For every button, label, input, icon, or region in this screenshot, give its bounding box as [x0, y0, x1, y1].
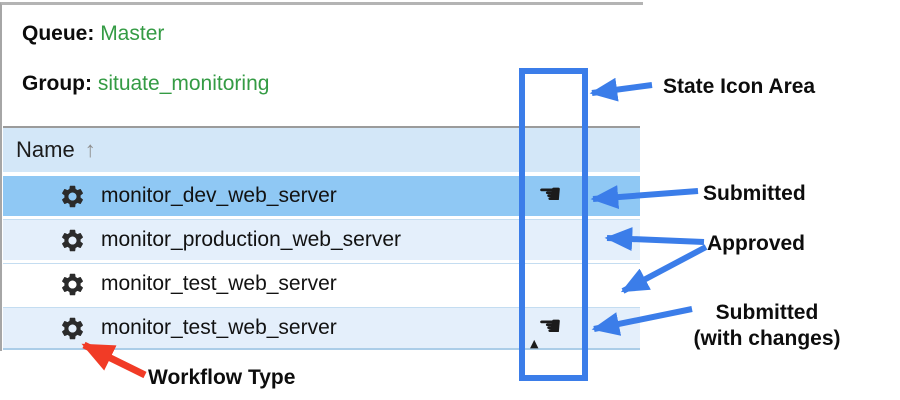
annotation-state-icon-area: State Icon Area — [663, 75, 816, 98]
workflow-type-gear-icon — [59, 271, 86, 298]
group-line: Group: situate_monitoring — [22, 72, 269, 96]
submitted-state-icon: ☚ — [537, 178, 563, 210]
annotation-approved: Approved — [707, 232, 806, 255]
name-column-header[interactable]: Name ↑ — [3, 126, 640, 172]
gear-glyph — [61, 185, 84, 207]
workflow-type-gear-icon — [59, 315, 86, 342]
workflow-table: Name ↑ monitor_dev_web_server ☚ monitor_pr… — [3, 126, 640, 350]
table-row[interactable]: monitor_production_web_server — [3, 219, 640, 260]
group-label: Group: — [22, 72, 92, 95]
table-row[interactable]: monitor_test_web_server ☚▲ — [3, 307, 640, 350]
annotation-swc-line1: Submitted — [715, 301, 819, 324]
workflow-type-gear-icon — [59, 227, 86, 254]
workflow-type-gear-icon — [59, 183, 86, 210]
group-value: situate_monitoring — [97, 72, 270, 95]
annotation-submitted-with-changes: Submitted (with changes) — [676, 300, 858, 353]
queue-line: Queue: Master — [22, 22, 164, 46]
workflow-name: monitor_production_web_server — [101, 228, 401, 251]
annotation-workflow-type: Workflow Type — [148, 366, 296, 389]
sort-ascending-icon: ↑ — [84, 137, 96, 162]
workflow-name: monitor_dev_web_server — [101, 184, 337, 207]
name-column-label: Name — [16, 137, 75, 162]
arrow-state-icon-area — [589, 77, 653, 102]
queue-label: Queue: — [22, 22, 95, 45]
gear-glyph — [61, 273, 84, 295]
workflow-name: monitor_test_web_server — [101, 316, 337, 339]
annotation-swc-line2: (with changes) — [693, 327, 841, 351]
workflow-name: monitor_test_web_server — [101, 272, 337, 295]
table-row[interactable]: monitor_test_web_server — [3, 263, 640, 304]
table-row[interactable]: monitor_dev_web_server ☚ — [3, 175, 640, 216]
annotation-submitted: Submitted — [703, 182, 806, 205]
table-body: monitor_dev_web_server ☚ monitor_productio… — [3, 175, 640, 350]
submitted-with-changes-state-icon: ☚▲ — [530, 310, 563, 350]
queue-value: Master — [100, 22, 165, 45]
changes-triangle-icon: ▲ — [530, 336, 539, 350]
gear-glyph — [61, 229, 84, 251]
gear-glyph — [61, 317, 84, 339]
